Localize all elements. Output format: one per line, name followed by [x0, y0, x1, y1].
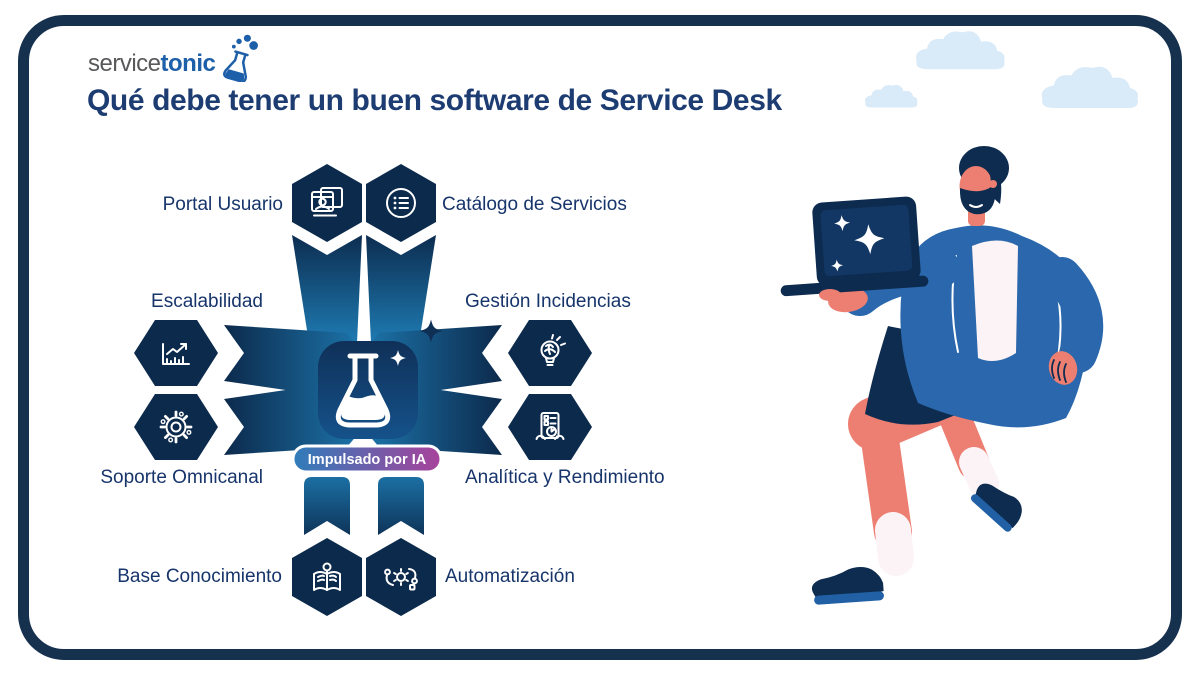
laptop-icon	[780, 196, 929, 297]
ai-badge	[291, 444, 443, 474]
person-right-hand	[1048, 351, 1078, 385]
person-right-shoe	[970, 483, 1022, 532]
person-knuckle-lines	[1051, 359, 1067, 383]
knowledge-book-icon	[313, 562, 341, 591]
cloud-icon	[916, 31, 1005, 70]
person-beard	[959, 184, 995, 215]
person-shirt	[972, 240, 1018, 362]
growth-chart-icon	[162, 343, 190, 365]
logo-flask-icon	[223, 34, 259, 82]
man-with-laptop-illustration	[780, 146, 1104, 605]
label-catalogo-servicios: Catálogo de Servicios	[442, 194, 627, 215]
connector-bottom-left	[304, 477, 350, 535]
logo-service-text: service	[88, 50, 161, 77]
clouds-decoration	[865, 31, 1138, 108]
page-title: Qué debe tener un buen software de Servi…	[87, 84, 782, 117]
cloud-icon	[1041, 66, 1138, 108]
incident-idea-icon	[540, 334, 566, 366]
person-smile	[969, 204, 983, 208]
label-portal-usuario: Portal Usuario	[163, 194, 283, 215]
label-gestion-incidencias: Gestión Incidencias	[465, 291, 631, 312]
cloud-icon	[865, 85, 918, 108]
label-analitica-rendimiento: Analítica y Rendimiento	[465, 467, 665, 488]
service-catalog-icon	[386, 188, 416, 218]
connector-top-right	[366, 235, 436, 343]
hexagon-soporte-omnicanal	[134, 394, 218, 460]
user-portal-icon	[311, 187, 343, 217]
connector-bottom-right	[378, 477, 424, 535]
hexagon-automatizacion	[366, 538, 436, 616]
logo-tonic-text: tonic	[160, 50, 216, 77]
person-ear	[989, 180, 997, 188]
omnichannel-gear-icon	[159, 410, 193, 444]
person-fingertips	[819, 289, 841, 301]
label-automatizacion: Automatización	[445, 566, 575, 587]
hexagon-portal-usuario	[292, 164, 362, 242]
person-left-sock	[875, 512, 914, 576]
automation-flow-icon	[384, 568, 418, 591]
person-left-shoe	[811, 567, 884, 605]
label-base-conocimiento: Base Conocimiento	[117, 566, 282, 587]
person-right-sock	[959, 447, 999, 499]
hexagon-escalabilidad	[134, 320, 218, 386]
connector-top-left	[292, 235, 362, 343]
analytics-report-icon	[535, 412, 565, 440]
label-escalabilidad: Escalabilidad	[151, 291, 263, 312]
person-right-sleeve	[1043, 257, 1104, 373]
flask-icon	[335, 353, 391, 428]
ai-badge-label: Impulsado por IA	[308, 452, 427, 468]
label-soporte-omnicanal: Soporte Omnicanal	[100, 467, 263, 488]
service-desk-diagram: Impulsado por IA	[100, 164, 665, 616]
